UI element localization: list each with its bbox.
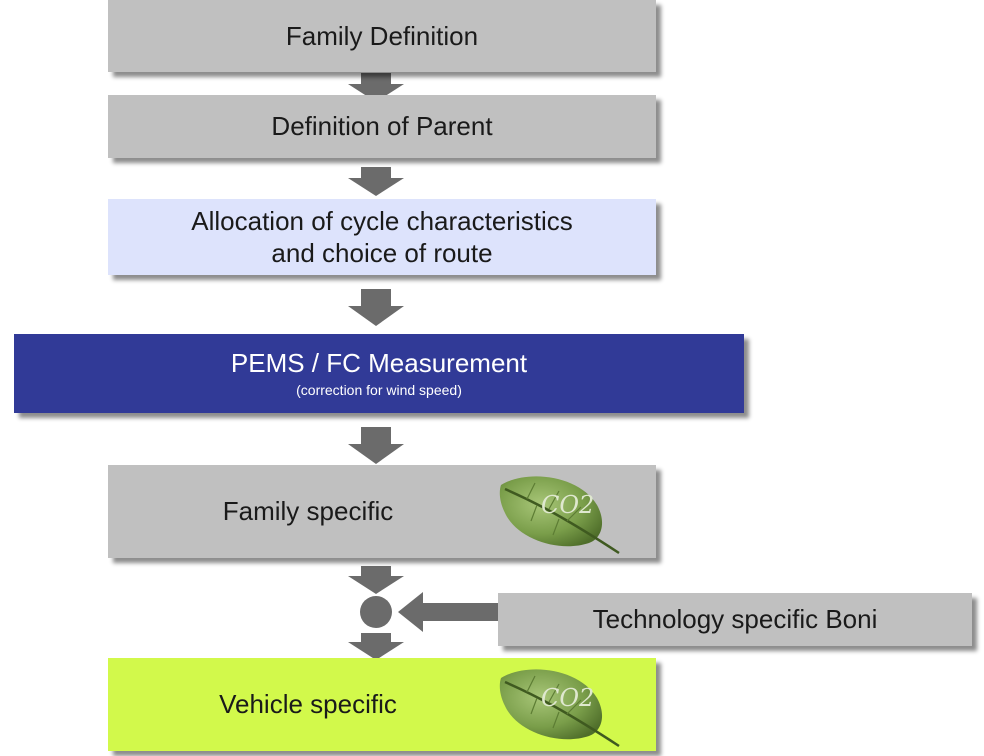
allocation-label-line2: and choice of route xyxy=(271,238,493,268)
down-arrow-4 xyxy=(348,427,404,464)
technology-boni-box: Technology specific Boni xyxy=(498,593,972,646)
pems-measurement-box: PEMS / FC Measurement (correction for wi… xyxy=(14,334,744,413)
definition-of-parent-label: Definition of Parent xyxy=(271,111,493,142)
family-specific-label: Family specific xyxy=(222,496,394,527)
pems-subtitle: (correction for wind speed) xyxy=(296,381,462,398)
allocation-label-line1: Allocation of cycle characteristics xyxy=(191,205,573,236)
co2-leaf-text: CO2 xyxy=(541,684,594,712)
co2-leaf-text: CO2 xyxy=(541,491,594,519)
co2-leaf-icon: CO2 xyxy=(499,669,620,748)
down-arrow-3 xyxy=(348,289,404,326)
allocation-box: Allocation of cycle characteristics and … xyxy=(108,199,656,275)
technology-boni-label: Technology specific Boni xyxy=(592,604,878,635)
merge-junction xyxy=(348,566,500,660)
family-definition-box: Family Definition xyxy=(108,0,656,72)
definition-of-parent-box: Definition of Parent xyxy=(108,95,656,158)
co2-leaf-icon: CO2 xyxy=(499,476,620,555)
family-definition-label: Family Definition xyxy=(285,20,479,51)
vehicle-specific-label: Vehicle specific xyxy=(219,689,397,720)
down-arrow-1 xyxy=(348,73,404,102)
down-arrow-2 xyxy=(348,167,404,196)
pems-title: PEMS / FC Measurement xyxy=(230,348,528,379)
